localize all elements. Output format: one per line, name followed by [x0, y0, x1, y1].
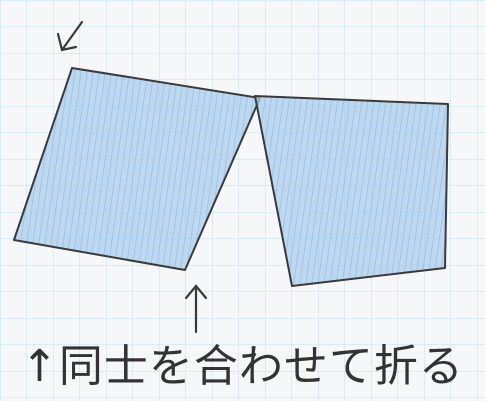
arrow-down-left-icon: [56, 20, 84, 52]
caption-text: ↑同士を合わせて折る: [21, 341, 464, 392]
arrow-up-icon: [184, 284, 208, 334]
left-paper-shape: [13, 67, 261, 271]
right-paper-shape: [254, 95, 449, 287]
